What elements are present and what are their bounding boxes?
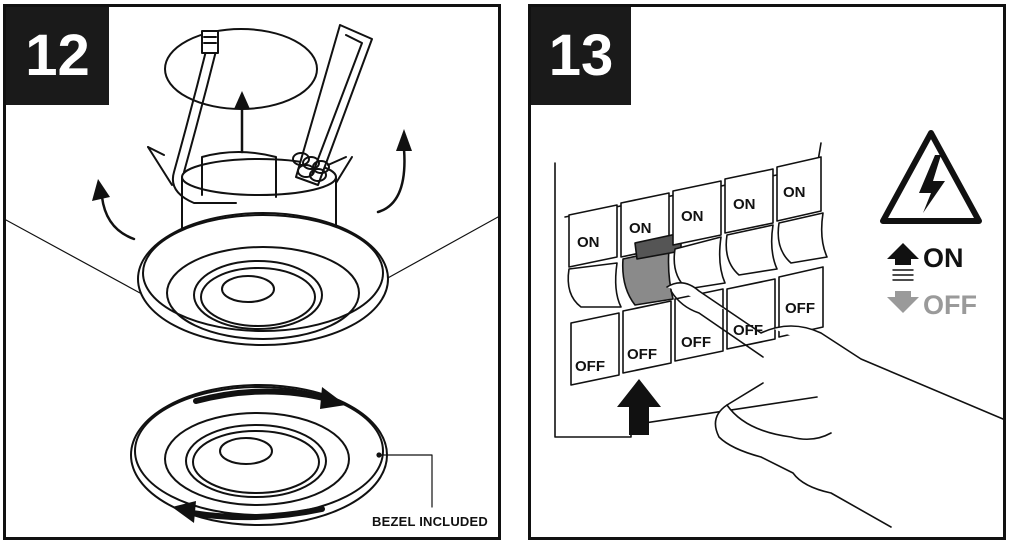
push-up-arrow-icon — [617, 379, 661, 435]
high-voltage-warning-icon — [880, 130, 982, 224]
step-13-panel: ON ON ON ON ON OFF OFF OFF OFF OFF 13 ON… — [528, 4, 1006, 540]
pointing-hand — [666, 282, 1003, 528]
switch-4-on-label: ON — [733, 196, 756, 213]
bezel-callout-leader — [376, 452, 433, 508]
arrow-down-icon — [887, 291, 919, 313]
switch-1-on-label: ON — [577, 234, 600, 251]
circuit-breaker-illustration: ON ON ON ON ON OFF OFF OFF OFF OFF — [554, 130, 1003, 528]
switch-3-on-label: ON — [681, 208, 704, 225]
switch-5-on-label: ON — [783, 184, 806, 201]
rotate-arrow-icon — [92, 129, 412, 241]
switch-2-off-label: OFF — [627, 346, 657, 363]
breaker-panel-frame — [554, 162, 818, 438]
step-number-badge: 12 — [6, 7, 109, 105]
switch-4-off-label: OFF — [733, 322, 763, 339]
switch-1-off-label: OFF — [575, 358, 605, 375]
switch-5-off-label: OFF — [785, 300, 815, 317]
arrow-up-icon — [234, 91, 250, 154]
step-12-panel: 12 BEZEL INCLUDED — [3, 4, 501, 540]
supply-wire — [172, 30, 237, 204]
switch-3-off-label: OFF — [681, 334, 711, 351]
twist-arrow-icon — [172, 387, 346, 523]
switch-2-on-label: ON — [629, 220, 652, 237]
bezel-included-label: BEZEL INCLUDED — [372, 514, 488, 529]
legend-on-label: ON — [923, 243, 964, 273]
finger-detail — [670, 290, 764, 406]
legend-off-label: OFF — [923, 290, 977, 320]
bezel-ring — [130, 384, 388, 526]
downlight-trim — [137, 212, 389, 346]
ceiling-line-right — [385, 216, 498, 280]
ceiling-line-left — [6, 219, 141, 294]
downlight-removal-illustration — [6, 24, 498, 526]
spring-clip — [292, 24, 373, 186]
step-number-badge: 13 — [531, 7, 631, 105]
arrow-up-icon — [887, 243, 919, 281]
